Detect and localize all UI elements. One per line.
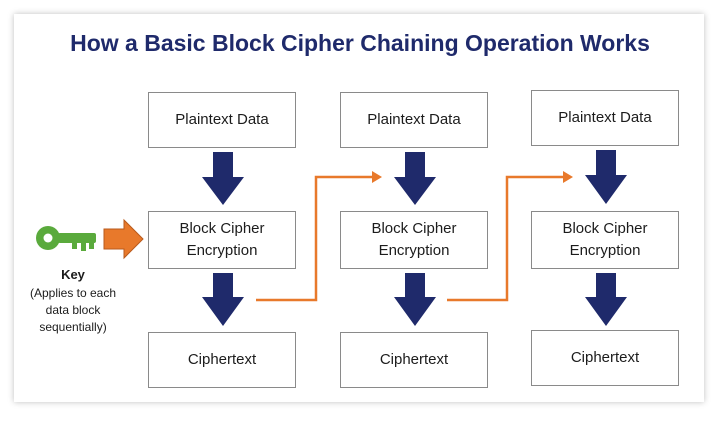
key-note: (Applies to each data block sequentially… bbox=[29, 286, 117, 334]
chain-arrow-1 bbox=[256, 175, 372, 302]
key-icon bbox=[36, 226, 96, 251]
chain-arrowhead-1 bbox=[372, 171, 382, 183]
down-arrow-plain-1 bbox=[202, 152, 244, 205]
plaintext-box-2: Plaintext Data bbox=[340, 92, 488, 148]
cipher-box-1: Block Cipher Encryption bbox=[148, 211, 296, 269]
key-label: Key bbox=[61, 267, 85, 282]
down-arrow-plain-2 bbox=[394, 152, 436, 205]
down-arrow-out-2 bbox=[394, 273, 436, 326]
cipher-label-1: Block Cipher Encryption bbox=[179, 220, 265, 259]
plaintext-box-1: Plaintext Data bbox=[148, 92, 296, 148]
ciphertext-box-1: Ciphertext bbox=[148, 332, 296, 388]
key-caption: Key (Applies to each data block sequenti… bbox=[28, 266, 118, 336]
diagram-title: How a Basic Block Cipher Chaining Operat… bbox=[70, 30, 650, 56]
chain-arrow-2 bbox=[447, 175, 563, 302]
down-arrow-out-1 bbox=[202, 273, 244, 326]
ciphertext-box-2: Ciphertext bbox=[340, 332, 488, 388]
down-arrow-plain-3 bbox=[585, 150, 627, 204]
chain-arrowhead-2 bbox=[563, 171, 573, 183]
ciphertext-box-3: Ciphertext bbox=[531, 330, 679, 386]
down-arrow-out-3 bbox=[585, 273, 627, 326]
cipher-label-3: Block Cipher Encryption bbox=[562, 220, 648, 259]
plaintext-box-3: Plaintext Data bbox=[531, 90, 679, 146]
cipher-label-2: Block Cipher Encryption bbox=[371, 220, 457, 259]
cipher-box-3: Block Cipher Encryption bbox=[531, 211, 679, 269]
cipher-box-2: Block Cipher Encryption bbox=[340, 211, 488, 269]
key-arrow bbox=[103, 218, 144, 260]
